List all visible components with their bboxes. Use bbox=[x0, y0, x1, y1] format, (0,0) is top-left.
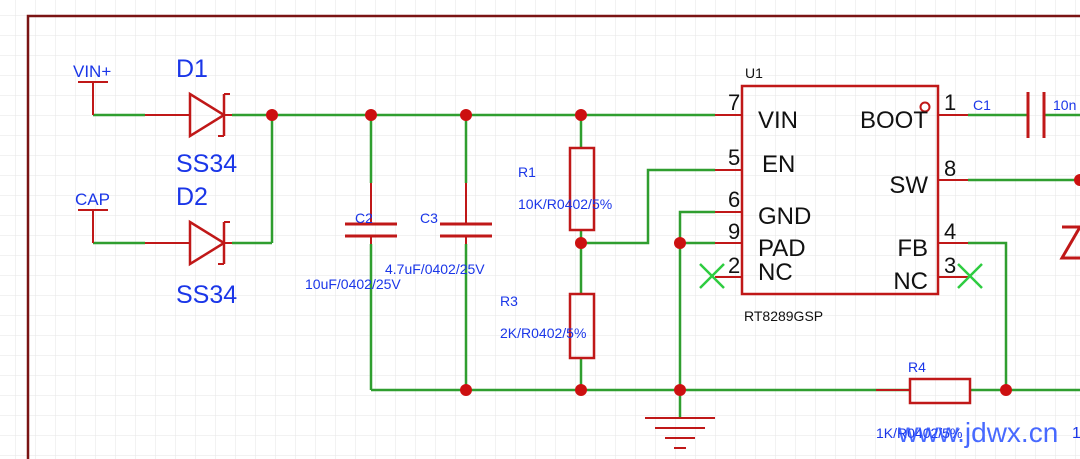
pin-num-en: 5 bbox=[728, 145, 740, 170]
junction-dot bbox=[365, 109, 377, 121]
junction-dot bbox=[460, 384, 472, 396]
pin-name-pad: PAD bbox=[758, 235, 806, 262]
pin-num-nc-right: 3 bbox=[944, 253, 956, 278]
no-connect-marker-right bbox=[957, 263, 983, 289]
designator-u1: U1 bbox=[745, 65, 763, 81]
sheet-border bbox=[26, 14, 1080, 459]
capacitor-c1[interactable]: C1 10n bbox=[973, 92, 1076, 138]
designator-c1: C1 bbox=[973, 97, 991, 113]
capacitor-c3[interactable]: C3 4.7uF/0402/25V bbox=[385, 183, 492, 277]
boot-pin-marker bbox=[919, 101, 931, 113]
designator-r3: R3 bbox=[500, 293, 518, 309]
ic-body bbox=[740, 84, 940, 296]
junction-dot bbox=[575, 384, 587, 396]
pin-name-boot: BOOT bbox=[860, 107, 928, 134]
part-d2: SS34 bbox=[176, 281, 237, 309]
pin-name-nc-left: NC bbox=[758, 259, 793, 286]
diode-d1[interactable]: D1 SS34 bbox=[145, 55, 237, 178]
partial-component-edge bbox=[1059, 225, 1080, 260]
resistor-r1[interactable]: R1 10K/R0402/5% bbox=[518, 146, 612, 232]
pin-name-nc-right: NC bbox=[893, 268, 928, 295]
value-r4-partial: 1K/R0402/5% bbox=[876, 425, 962, 441]
value-r3: 2K/R0402/5% bbox=[500, 325, 586, 341]
wire-fb bbox=[968, 241, 1008, 390]
right-edge-digit: 1 bbox=[1072, 425, 1080, 442]
pin-name-en: EN bbox=[762, 151, 795, 178]
capacitor-c2[interactable]: C2 10uF/0402/25V bbox=[305, 183, 401, 292]
designator-r4: R4 bbox=[908, 359, 926, 375]
junction-dot bbox=[575, 109, 587, 121]
pin-name-fb: FB bbox=[897, 235, 928, 262]
wire-en bbox=[581, 168, 715, 245]
junction-dot bbox=[674, 237, 686, 249]
no-connect-marker-left bbox=[699, 263, 725, 289]
junction-dot bbox=[266, 109, 278, 121]
value-r1: 10K/R0402/5% bbox=[518, 196, 612, 212]
pin-num-boot: 1 bbox=[944, 90, 956, 115]
junction-dot bbox=[674, 384, 686, 396]
resistor-r4[interactable]: R4 1K/R0402/5% bbox=[876, 359, 972, 441]
junction-dot bbox=[1074, 174, 1080, 186]
designator-d1: D1 bbox=[176, 55, 208, 83]
designator-c3: C3 bbox=[420, 210, 438, 226]
part-u1: RT8289GSP bbox=[744, 308, 823, 324]
net-label-cap: CAP bbox=[75, 190, 110, 209]
ic-u1[interactable]: 7 5 6 9 2 VIN EN GND PAD NC 1 8 4 3 BOOT… bbox=[715, 65, 968, 324]
designator-d2: D2 bbox=[176, 183, 208, 211]
net-port-vin[interactable]: VIN+ bbox=[73, 62, 111, 115]
pin-name-sw: SW bbox=[889, 172, 928, 199]
pin-name-vin: VIN bbox=[758, 107, 798, 134]
junction-dot bbox=[1000, 384, 1012, 396]
pin-num-vin: 7 bbox=[728, 90, 740, 115]
value-c2: 10uF/0402/25V bbox=[305, 276, 401, 292]
pin-num-sw: 8 bbox=[944, 156, 956, 181]
diode-d2[interactable]: D2 SS34 bbox=[145, 183, 237, 309]
pin-num-gnd: 6 bbox=[728, 187, 740, 212]
pin-name-gnd: GND bbox=[758, 203, 811, 230]
junction-dot bbox=[575, 237, 587, 249]
net-port-cap[interactable]: CAP bbox=[75, 190, 110, 243]
watermark: www.jdwx.cn bbox=[897, 417, 1058, 448]
pin-num-fb: 4 bbox=[944, 219, 956, 244]
resistor-r3[interactable]: R3 2K/R0402/5% bbox=[500, 292, 596, 360]
ground-symbol bbox=[645, 417, 715, 449]
value-c3: 4.7uF/0402/25V bbox=[385, 261, 485, 277]
designator-c2: C2 bbox=[355, 210, 373, 226]
junctions bbox=[266, 109, 1080, 396]
value-c1: 10n bbox=[1053, 97, 1076, 113]
part-d1: SS34 bbox=[176, 150, 237, 178]
junction-dot bbox=[460, 109, 472, 121]
pin-num-nc-left: 2 bbox=[728, 253, 740, 278]
wire-gnd-pin bbox=[678, 210, 715, 390]
designator-r1: R1 bbox=[518, 164, 536, 180]
net-label-vin: VIN+ bbox=[73, 62, 111, 81]
pin-num-pad: 9 bbox=[728, 219, 740, 244]
